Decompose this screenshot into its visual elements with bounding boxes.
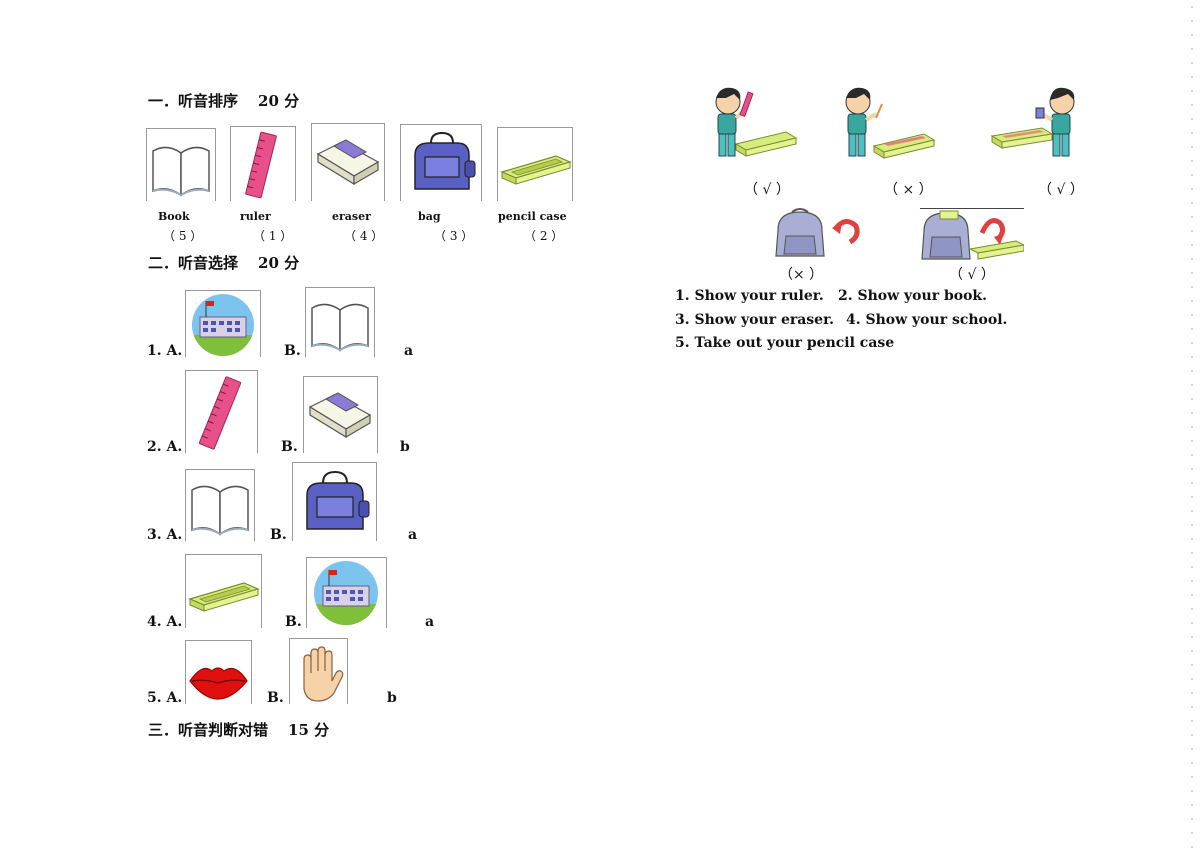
section-2-title: 二．听音选择	[148, 254, 239, 272]
question-1-option-b: B.	[284, 343, 301, 359]
sentence-5: 5. Take out your pencil case	[675, 335, 895, 351]
question-5-number: 5. A.	[147, 690, 183, 706]
ruler-icon	[198, 376, 242, 450]
question-5-answer: b	[387, 690, 397, 706]
judgment-5: （ √ ）	[949, 267, 995, 283]
backpack-with-arrow-icon	[775, 208, 860, 257]
section-3-score: 15 分	[288, 721, 330, 739]
label-book: Book	[158, 210, 190, 223]
label-ruler: ruler	[240, 210, 271, 223]
pencil-case-icon	[500, 155, 572, 185]
q2-option-a-picture	[185, 370, 258, 453]
q1-option-a-picture	[185, 290, 261, 357]
book-picture	[146, 128, 216, 201]
hand-icon	[303, 646, 344, 702]
answer-eraser: （ 4 ）	[344, 229, 384, 243]
section-2-heading: 二．听音选择 20 分	[148, 252, 299, 273]
label-eraser: eraser	[332, 210, 371, 223]
sentence-3: 3. Show your eraser.	[675, 312, 835, 328]
judge-picture-2	[838, 84, 938, 166]
label-pencil-case: pencil case	[498, 210, 567, 223]
q4-option-a-picture	[185, 554, 262, 628]
answer-bag: （ 3 ）	[434, 229, 474, 243]
judgment-2: （ × ）	[884, 182, 933, 198]
section-1-heading: 一．听音排序 20 分	[148, 90, 299, 111]
judgment-3: （ √ ）	[1038, 182, 1084, 198]
question-3-answer: a	[408, 527, 418, 543]
question-1-number: 1. A.	[147, 343, 183, 359]
bag-icon	[306, 470, 370, 530]
school-icon	[314, 561, 378, 625]
q5-option-a-picture	[185, 640, 252, 704]
pencil-case-picture	[497, 127, 573, 201]
eraser-icon	[308, 392, 372, 439]
question-4-number: 4. A.	[147, 614, 183, 630]
book-icon	[191, 485, 249, 536]
section-1-title: 一．听音排序	[148, 92, 239, 110]
section-3-title: 三．听音判断对错	[148, 721, 269, 739]
question-3-option-b: B.	[270, 527, 287, 543]
backpack-pencil-case-icon	[921, 210, 1026, 260]
judge-picture-5	[920, 208, 1026, 261]
q4-option-b-picture	[306, 557, 387, 628]
answer-pencil-case: （ 2 ）	[524, 229, 564, 243]
question-5-option-b: B.	[267, 690, 284, 706]
q5-option-b-picture	[289, 638, 348, 704]
judgment-1: （ √ ）	[744, 182, 790, 198]
ruler-picture	[230, 126, 296, 201]
sentence-4: 4. Show your school.	[846, 312, 1008, 328]
judge-picture-3	[990, 84, 1086, 166]
eraser-picture	[311, 123, 385, 201]
label-bag: bag	[418, 210, 441, 223]
section-3-heading: 三．听音判断对错 15 分	[148, 719, 329, 740]
page-edge-dots	[1190, 0, 1194, 848]
ruler-icon	[245, 131, 277, 199]
book-icon	[311, 303, 369, 352]
question-3-number: 3. A.	[147, 527, 183, 543]
sentence-2: 2. Show your book.	[838, 288, 987, 304]
sentence-1: 1. Show your ruler.	[675, 288, 824, 304]
q3-option-a-picture	[185, 469, 255, 541]
question-4-answer: a	[425, 614, 435, 630]
question-1-answer: a	[404, 343, 414, 359]
lips-icon	[189, 667, 248, 700]
pencil-case-icon	[188, 582, 260, 612]
q2-option-b-picture	[303, 376, 378, 453]
section-2-score: 20 分	[258, 254, 300, 272]
judge-picture-4	[770, 206, 862, 260]
boy-holding-eraser-icon	[990, 87, 1075, 157]
q3-option-b-picture	[292, 462, 377, 541]
answer-book: （ 5 ）	[163, 229, 203, 243]
boy-holding-pencil-icon	[845, 87, 936, 159]
section-1-score: 20 分	[258, 92, 300, 110]
judgment-4: （× ）	[779, 267, 824, 283]
question-2-number: 2. A.	[147, 439, 183, 455]
judge-picture-1	[706, 84, 798, 166]
answer-ruler: （ 1 ）	[253, 229, 293, 243]
question-4-option-b: B.	[285, 614, 302, 630]
q1-option-b-picture	[305, 287, 375, 357]
eraser-icon	[316, 139, 380, 186]
school-icon	[192, 294, 254, 356]
bag-icon	[414, 131, 476, 190]
book-icon	[152, 146, 210, 197]
bag-picture	[400, 124, 482, 201]
question-2-answer: b	[400, 439, 410, 455]
boy-holding-ruler-icon	[715, 87, 798, 157]
question-2-option-b: B.	[281, 439, 298, 455]
